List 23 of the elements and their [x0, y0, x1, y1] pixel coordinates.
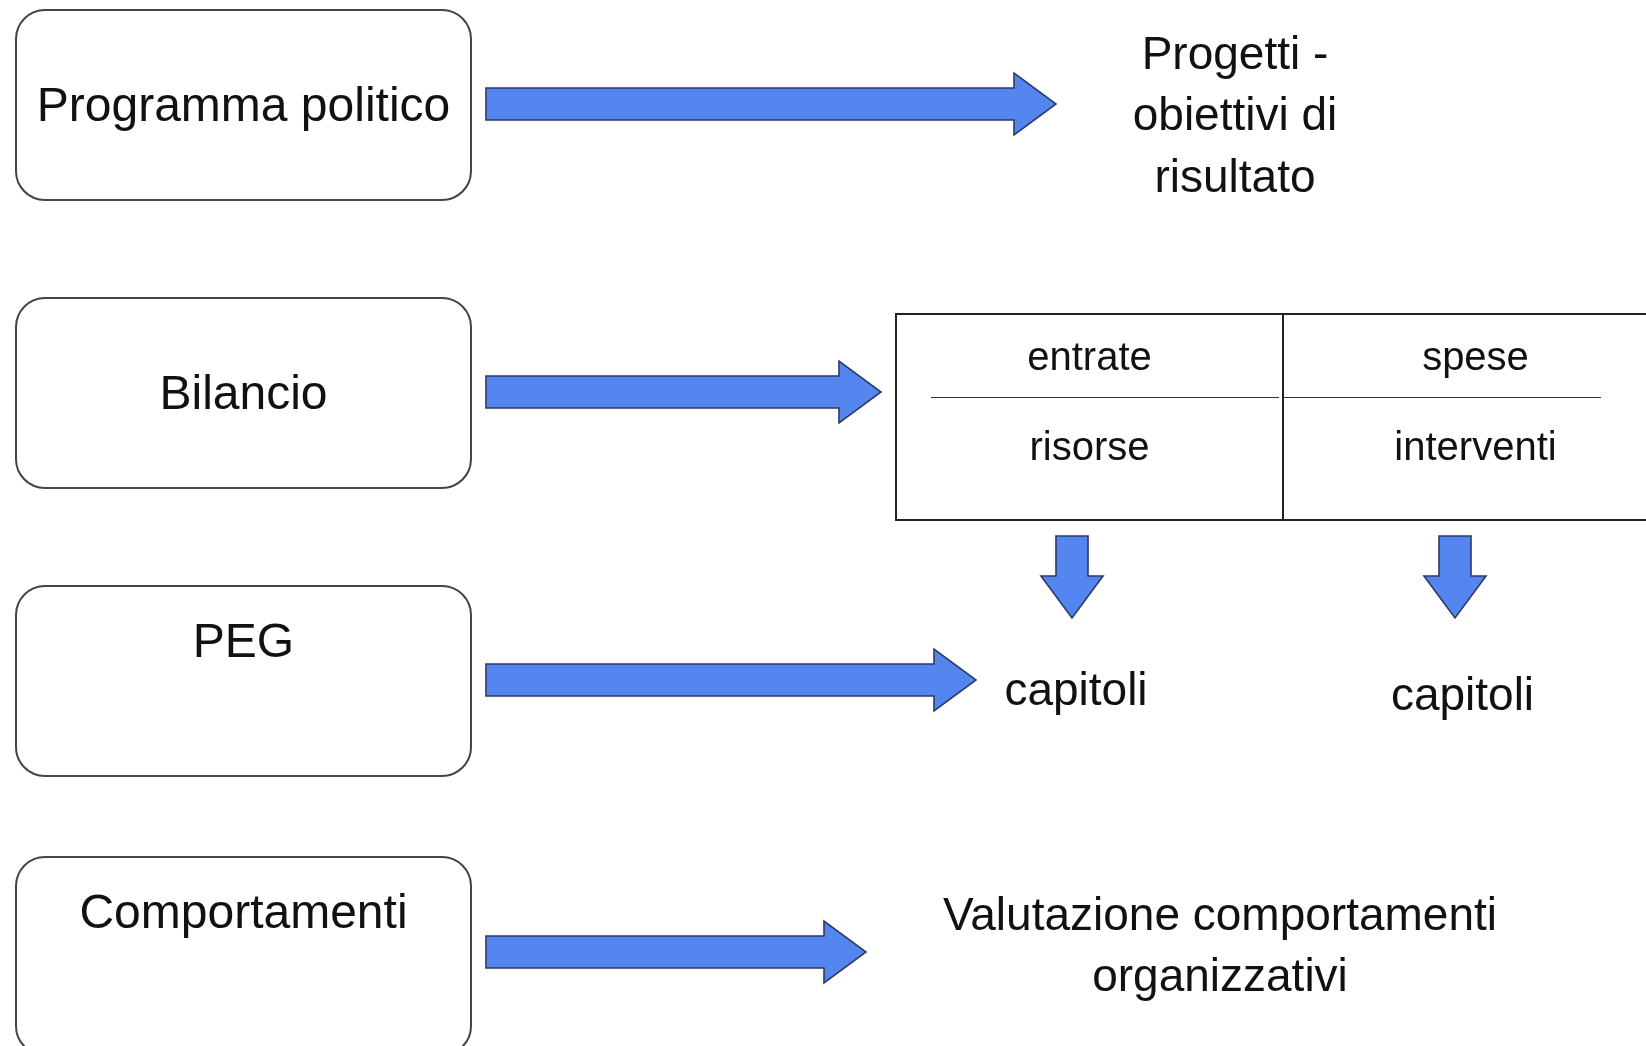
text-label: Progetti - obiettivi di risultato [1131, 26, 1339, 204]
rounded-box [15, 856, 472, 1046]
text-label: Valutazione comportamenti organizzativi [942, 886, 1498, 1003]
rounded-box [15, 585, 472, 777]
block-arrow [1422, 535, 1488, 620]
block-arrow [485, 647, 978, 713]
box-label: Comportamenti [79, 884, 408, 940]
block-arrow [485, 359, 883, 425]
rounded-box [15, 9, 472, 201]
table-cell-text: entrate [1027, 333, 1152, 379]
box-label: PEG [192, 613, 295, 669]
table-cell-text: interventi [1394, 423, 1557, 469]
rounded-box [15, 297, 472, 489]
text-label: capitoli [1004, 662, 1148, 718]
box-label: Bilancio [159, 365, 328, 421]
table [895, 313, 1646, 521]
block-arrow [1039, 535, 1105, 620]
block-arrow [485, 71, 1058, 137]
table-cell-text: risorse [1029, 423, 1150, 469]
box-label: Programma politico [36, 77, 451, 133]
table-cell-text: spese [1422, 333, 1529, 379]
text-label: capitoli [1390, 667, 1535, 723]
block-arrow [485, 919, 868, 985]
